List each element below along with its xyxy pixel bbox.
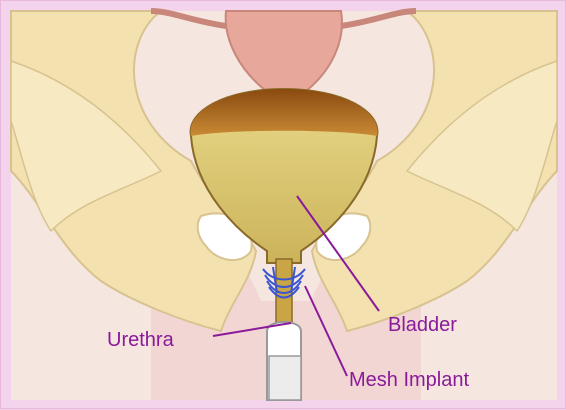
insertion-tool (269, 356, 301, 400)
bladder-label: Bladder (388, 314, 457, 336)
urethra-label: Urethra (107, 329, 175, 351)
mesh-implant-label: Mesh Implant (349, 369, 469, 391)
